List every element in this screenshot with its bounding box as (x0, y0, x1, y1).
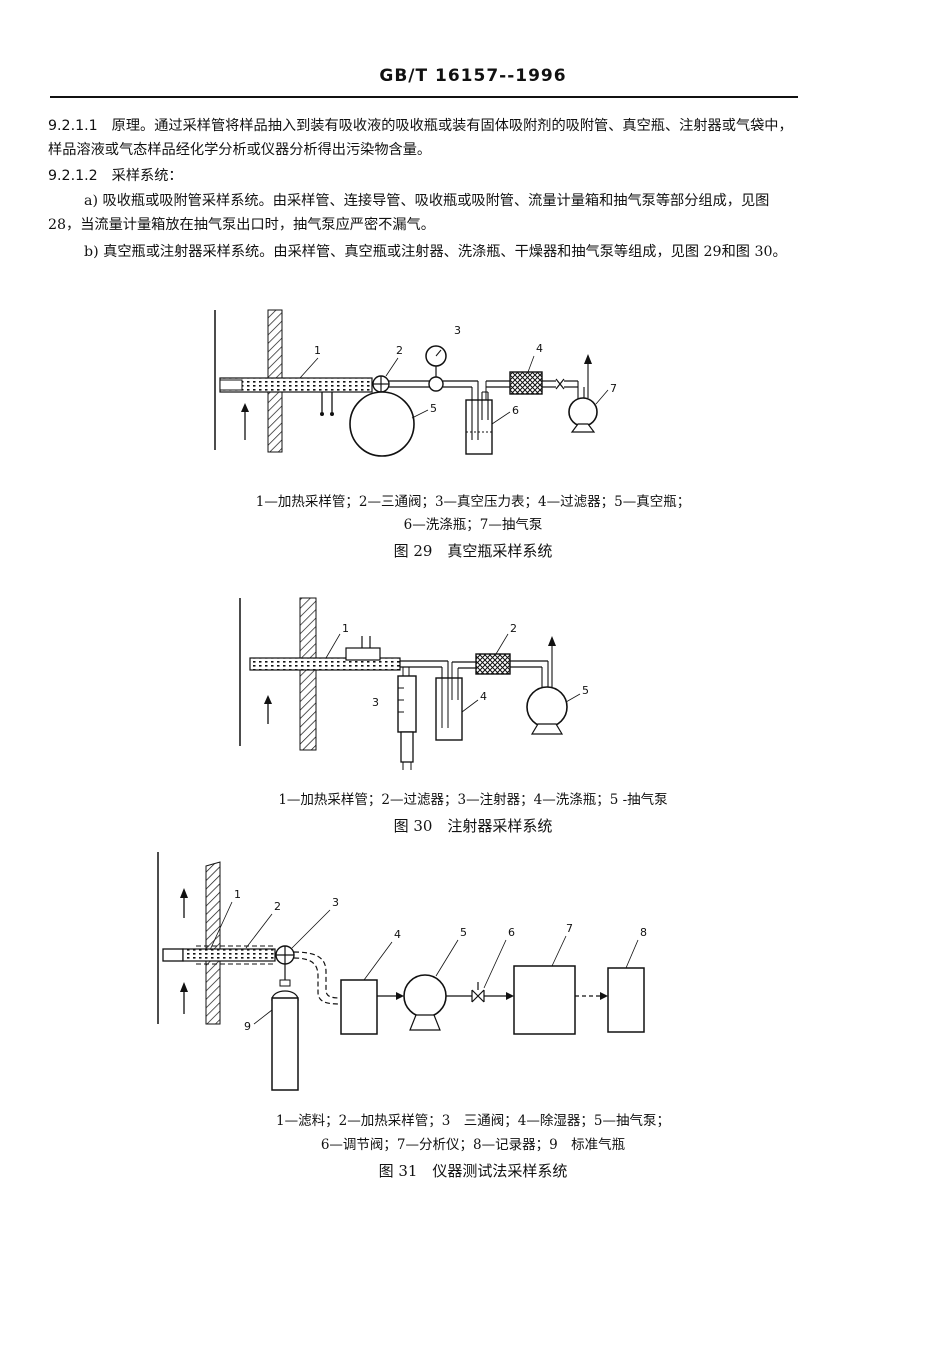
heated-sampling-tube (182, 948, 276, 962)
fig29-title: 图 29 真空瓶采样系统 (393, 542, 553, 560)
standard-gas-cylinder (271, 997, 299, 1091)
section-number: 9.2.1.2 (48, 168, 98, 184)
fig30-label-3: 3 (372, 696, 379, 709)
vacuum-bottle (349, 391, 415, 457)
fig31-legend-line2: 6—调节阀；7—分析仪；8—记录器；9 标准气瓶 (320, 1137, 626, 1153)
fig30-label-5: 5 (582, 684, 589, 697)
fig30-title: 图 30 注射器采样系统 (393, 817, 553, 835)
paragraph-text: 原理。通过采样管将样品抽入到装有吸收液的吸收瓶或装有固体吸附剂的吸附管、真空瓶、… (48, 118, 793, 158)
flow-arrowhead (264, 695, 272, 704)
paragraph-b: b) 真空瓶或注射器采样系统。由采样管、真空瓶或注射器、洗涤瓶、干燥器和抽气泵等… (84, 244, 787, 260)
syringe (397, 675, 417, 733)
fig31-legend-line1: 1—滤料；2—加热采样管；3 三通阀；4—除湿器；5—抽气泵； (276, 1113, 670, 1129)
fig29-label-5: 5 (430, 402, 437, 415)
fig29-label-6: 6 (512, 404, 519, 417)
fig30-label-1: 1 (342, 622, 349, 635)
air-pump (526, 686, 568, 728)
fig31-title: 图 31 仪器测试法采样系统 (378, 1162, 568, 1180)
paragraph-text: 采样系统： (111, 168, 183, 184)
fig31-label-1: 1 (234, 888, 241, 901)
flow-arrowhead (241, 403, 249, 412)
fig30-label-4: 4 (480, 690, 487, 703)
fig31-label-4: 4 (394, 928, 401, 941)
fig31-label-9: 9 (244, 1020, 251, 1033)
air-pump (568, 397, 598, 427)
fig31-label-2: 2 (274, 900, 281, 913)
figure-31-diagram: 1 2 3 4 5 6 7 8 9 (157, 852, 647, 1091)
heated-sampling-tube (249, 657, 401, 671)
dehumidifier (340, 979, 378, 1035)
figure-29-diagram: 1 2 3 4 5 6 7 (214, 309, 617, 457)
fig31-label-7: 7 (566, 922, 573, 935)
fig29-legend-line1: 1—加热采样管；2—三通阀；3—真空压力表；4—过滤器；5—真空瓶； (255, 494, 691, 510)
regulating-valve (471, 989, 485, 1003)
gauge-valve (428, 376, 444, 392)
fig29-label-2: 2 (396, 344, 403, 357)
paragraph-a: a) 吸收瓶或吸附管采样系统。由采样管、连接导管、吸收瓶或吸附管、流量计量箱和抽… (48, 193, 770, 233)
paragraph-9-2-1-2: 9.2.1.2 采样系统： (48, 164, 800, 188)
fig29-legend-line2: 6—洗涤瓶；7—抽气泵 (403, 517, 543, 533)
fig31-label-3: 3 (332, 896, 339, 909)
fig29-label-3: 3 (454, 324, 461, 337)
fig30-label-2: 2 (510, 622, 517, 635)
figure-30-diagram: 1 2 3 4 5 (239, 597, 589, 770)
fig31-label-8: 8 (640, 926, 647, 939)
fig31-label-6: 6 (508, 926, 515, 939)
page-header: GB/T 16157--1996 (379, 66, 567, 86)
fig31-label-5: 5 (460, 926, 467, 939)
filter (475, 653, 511, 675)
filter (509, 371, 543, 395)
flow-arrowhead (180, 982, 188, 992)
small-valve (555, 378, 565, 390)
filter-media (162, 948, 184, 962)
heated-sampling-tube (219, 377, 373, 393)
section-number: 9.2.1.1 (48, 118, 98, 134)
fig29-label-1: 1 (314, 344, 321, 357)
fig29-label-4: 4 (536, 342, 543, 355)
analyzer (513, 965, 576, 1035)
recorder (607, 967, 645, 1033)
fig30-legend-line1: 1—加热采样管；2—过滤器；3—注射器；4—洗涤瓶；5 -抽气泵 (278, 792, 668, 808)
header-rule (50, 96, 798, 98)
tube-tip (219, 379, 243, 391)
air-pump (403, 974, 447, 1018)
fig29-label-7: 7 (610, 382, 617, 395)
duct-wall (299, 597, 317, 751)
